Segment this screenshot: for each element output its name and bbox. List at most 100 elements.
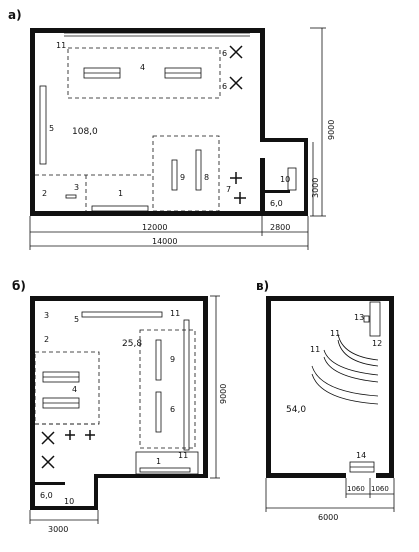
wall-b-bottom <box>95 474 208 478</box>
dim-a-9000: 9000 <box>327 120 336 140</box>
plan-a-window-hatch <box>64 32 250 37</box>
plan-a-dimensions: 12000 2800 14000 9000 3000 <box>29 27 336 250</box>
item-3 <box>65 194 77 199</box>
label-b-6: 6 <box>170 405 175 414</box>
dim-c-1060b: 1060 <box>371 485 389 493</box>
plan-a: а) <box>8 8 336 250</box>
plan-b: б) 3 2 5 11 2 <box>12 279 228 534</box>
wall-bottom <box>30 211 308 216</box>
wall-right-upper <box>260 28 265 138</box>
dim-c-6000: 6000 <box>318 513 338 522</box>
label-3: 3 <box>74 183 79 192</box>
bench-b-5 <box>81 311 163 318</box>
machine-9 <box>171 159 178 191</box>
wall-c-right <box>389 296 394 478</box>
wall-b-annex-right <box>94 474 98 510</box>
machine-plus-icon-b2 <box>85 430 95 440</box>
machine-plus-icon-1 <box>230 172 242 184</box>
plan-a-tag: а) <box>8 8 22 22</box>
plan-c: в) 13 12 11 11 54,0 14 <box>256 279 395 522</box>
label-b-5: 5 <box>74 315 79 324</box>
wall-b-right <box>203 296 208 478</box>
label-c-14: 14 <box>356 451 366 460</box>
zone-tables <box>67 47 221 99</box>
label-6b: 6 <box>222 82 227 91</box>
wall-left <box>30 28 35 215</box>
wall-annex-top <box>260 138 308 142</box>
label-b-4: 4 <box>72 385 77 394</box>
label-7: 7 <box>226 185 231 194</box>
label-c-11b: 11 <box>310 345 320 354</box>
board-12 <box>369 301 381 337</box>
machine-plus-icon-2 <box>234 192 246 204</box>
label-11: 11 <box>56 41 66 50</box>
bench-b-11 <box>183 319 190 451</box>
label-9: 9 <box>180 173 185 182</box>
label-c-11a: 11 <box>330 329 340 338</box>
machine-x-icon-1 <box>229 45 243 59</box>
seat-row-2 <box>323 349 379 376</box>
label-c-13: 13 <box>354 313 364 322</box>
dim-b-9000: 9000 <box>219 384 228 404</box>
label-b-11b: 11 <box>178 451 188 460</box>
label-10: 10 <box>280 175 290 184</box>
plan-b-dimensions: 3000 9000 <box>29 295 228 534</box>
plan-c-tag: в) <box>256 279 269 293</box>
label-b-11a: 11 <box>170 309 180 318</box>
plan-b-walls <box>30 296 208 510</box>
dim-a-3000: 3000 <box>311 178 320 198</box>
dim-a-2800: 2800 <box>270 223 290 232</box>
machine-8 <box>195 149 202 191</box>
seat-row-1 <box>337 333 379 361</box>
machine-b-9 <box>155 339 162 381</box>
wall-wc-partition <box>262 190 290 193</box>
label-b-1: 1 <box>156 457 161 466</box>
machine-b-6 <box>155 391 162 433</box>
area-b-small: 6,0 <box>40 491 53 500</box>
machine-x-icon-b1 <box>41 431 55 445</box>
zone-machines <box>152 135 220 212</box>
wall-right-lower <box>260 158 265 211</box>
wall-c-bottom-right <box>376 473 394 478</box>
label-b-2: 2 <box>44 335 49 344</box>
seat-row-3 <box>311 365 379 397</box>
zone-b-tables <box>34 351 100 425</box>
dim-b-3000: 3000 <box>48 525 68 534</box>
label-b-3: 3 <box>44 311 49 320</box>
label-8: 8 <box>204 173 209 182</box>
dim-a-14000: 14000 <box>152 237 177 246</box>
machine-x-icon-b2 <box>41 455 55 469</box>
area-b: 25,8 <box>122 339 142 349</box>
plan-c-dimensions: 1060 1060 6000 <box>265 478 395 522</box>
machine-b-icons <box>41 430 95 469</box>
wall-b-wc <box>35 482 65 485</box>
wall-top <box>30 28 265 33</box>
wall-b-annex-bottom <box>30 506 98 510</box>
wall-annex-right <box>304 138 308 216</box>
zone-b-machines <box>139 329 196 449</box>
plan-a-walls <box>30 28 308 216</box>
area-c: 54,0 <box>286 405 306 415</box>
wall-b-top <box>30 296 208 301</box>
label-4: 4 <box>140 63 145 72</box>
label-1: 1 <box>118 189 123 198</box>
workbench-group-4 <box>83 67 202 79</box>
bench-5 <box>39 85 47 165</box>
label-b-9: 9 <box>170 355 175 364</box>
area-a-small: 6,0 <box>270 199 283 208</box>
wall-c-bottom-left <box>266 473 346 478</box>
area-a: 108,0 <box>72 127 98 137</box>
seat-rows <box>311 333 379 405</box>
dim-a-12000: 12000 <box>142 223 167 232</box>
machine-plus-icon-b1 <box>65 430 75 440</box>
bench-1 <box>91 205 149 212</box>
label-c-12: 12 <box>372 339 382 348</box>
wall-c-left <box>266 296 271 478</box>
plan-b-tag: б) <box>12 279 26 293</box>
desk-13 <box>363 315 370 323</box>
dim-c-1060a: 1060 <box>347 485 365 493</box>
label-b-10: 10 <box>64 497 74 506</box>
item-10 <box>287 167 297 191</box>
